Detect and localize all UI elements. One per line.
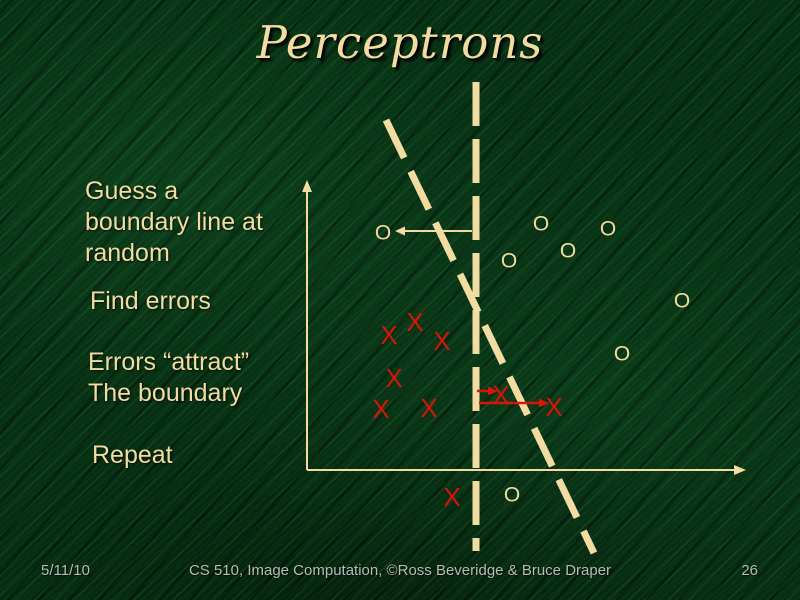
point-x: X (492, 380, 509, 410)
point-x: X (406, 307, 423, 337)
footer-credit: CS 510, Image Computation, ©Ross Beverid… (188, 562, 612, 579)
point-o: O (504, 484, 520, 507)
bullet-find-errors: Find errors (90, 287, 211, 315)
point-x: X (380, 320, 397, 350)
point-o: O (600, 218, 616, 241)
attract-arrow-to-o-head (395, 226, 405, 236)
point-x: X (385, 363, 402, 393)
diagonal-dashed-boundary (382, 118, 598, 555)
footer-date: 5/11/10 (41, 562, 90, 579)
y-axis-arrowhead (302, 180, 312, 192)
footer-page-number: 26 (741, 562, 758, 579)
point-o: O (674, 290, 690, 313)
slide-footer: 5/11/10 CS 510, Image Computation, ©Ross… (0, 562, 800, 579)
x-axis-arrowhead (734, 465, 746, 475)
slide-title: Perceptrons (256, 16, 544, 69)
point-x: X (433, 326, 450, 356)
point-x: X (420, 393, 437, 423)
bullet-repeat: Repeat (92, 441, 173, 469)
point-o: O (533, 213, 549, 236)
point-x: X (372, 394, 389, 424)
attract-arrow-to-x-short-head (488, 386, 498, 396)
point-o: O (375, 222, 391, 245)
point-o: O (560, 240, 576, 263)
point-o: O (614, 343, 630, 366)
point-x: X (545, 392, 562, 422)
attract-arrow-to-x-long-head (539, 398, 549, 408)
bullet-guess-boundary: Guess a boundary line at random (85, 177, 263, 267)
bullet-errors-attract: Errors “attract” The boundary (88, 348, 250, 407)
point-x: X (443, 482, 460, 512)
point-o: O (501, 250, 517, 273)
